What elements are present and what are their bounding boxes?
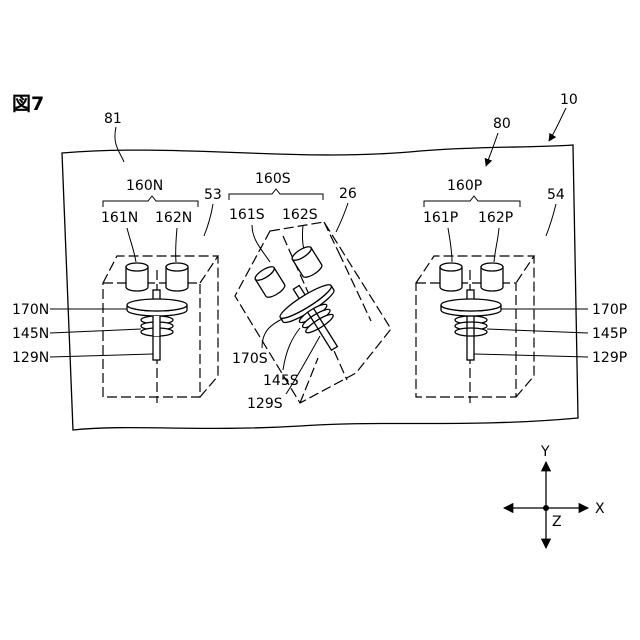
part-170n-label: 170N xyxy=(12,302,49,318)
disc-170n-top xyxy=(127,299,187,311)
item-161n-leader xyxy=(127,228,136,262)
item-162n-label: 162N xyxy=(155,210,192,226)
cylinder-161p-top xyxy=(440,263,462,271)
cylinder-162p-top xyxy=(481,263,503,271)
coil-145p xyxy=(455,316,487,336)
item-162p-label: 162P xyxy=(478,210,513,226)
item-162n-leader xyxy=(176,228,177,262)
x-axis-label: X xyxy=(595,501,605,517)
ref-26-label: 26 xyxy=(339,186,357,202)
part-129s-leader xyxy=(286,336,320,394)
item-162p-leader xyxy=(494,228,499,262)
part-170s-leader xyxy=(262,318,284,348)
ref-54-label: 54 xyxy=(547,187,565,203)
item-162s-leader xyxy=(302,225,304,250)
part-170p-label: 170P xyxy=(592,302,627,318)
item-161p-label: 161P xyxy=(423,210,458,226)
part-129n-label: 129N xyxy=(12,350,49,366)
ref-54-leader xyxy=(546,204,556,236)
item-161s-label: 161S xyxy=(229,207,265,223)
cylinder-162s xyxy=(290,244,323,279)
item-161n-label: 161N xyxy=(101,210,138,226)
group-n-brace xyxy=(103,196,198,207)
ref-80-leader xyxy=(486,133,498,166)
item-162s-label: 162S xyxy=(282,207,318,223)
group-s-label: 160S xyxy=(255,171,291,187)
coil-145n xyxy=(141,316,173,336)
ref-53-leader xyxy=(204,204,213,236)
disc-170p-top xyxy=(441,299,501,311)
part-145n-leader xyxy=(50,329,141,333)
ref-26-leader xyxy=(336,203,348,232)
part-145n-label: 145N xyxy=(12,326,49,342)
group-p-label: 160P xyxy=(447,178,482,194)
cylinder-161s xyxy=(253,264,286,299)
ref-80-label: 80 xyxy=(493,116,511,132)
part-170s-label: 170S xyxy=(232,351,268,367)
axis-indicator: Y X Z xyxy=(504,444,605,548)
item-161s-leader xyxy=(252,225,270,262)
part-129p-leader xyxy=(474,354,588,357)
ref-10-leader xyxy=(549,108,566,141)
part-145s-leader xyxy=(283,328,300,370)
part-129p-label: 129P xyxy=(592,350,627,366)
cylinder-161n-top xyxy=(126,263,148,271)
ref-10-label: 10 xyxy=(560,92,578,108)
part-145p-leader xyxy=(487,329,588,333)
group-s-brace xyxy=(229,189,323,200)
cylinder-162n-top xyxy=(166,263,188,271)
y-axis-label: Y xyxy=(540,444,550,460)
group-n: 160N 161N 162N 53 170N xyxy=(12,178,222,403)
ref-81-leader xyxy=(115,127,124,162)
ref-81-label: 81 xyxy=(104,111,122,127)
part-129n-leader xyxy=(50,354,153,357)
z-axis-origin-dot xyxy=(543,505,549,511)
part-145s-label: 145S xyxy=(263,373,299,389)
figure-title: 図7 xyxy=(12,93,44,115)
item-161p-leader xyxy=(448,228,452,262)
ref-53-label: 53 xyxy=(204,187,222,203)
part-129s-label: 129S xyxy=(247,396,283,412)
group-n-label: 160N xyxy=(126,178,163,194)
part-145p-label: 145P xyxy=(592,326,627,342)
group-s: 160S 161S 162S 26 xyxy=(229,171,391,412)
group-p: 160P 161P 162P 54 170P 145P 129P xyxy=(416,178,627,403)
group-p-brace xyxy=(424,196,520,207)
z-axis-label: Z xyxy=(552,514,562,530)
